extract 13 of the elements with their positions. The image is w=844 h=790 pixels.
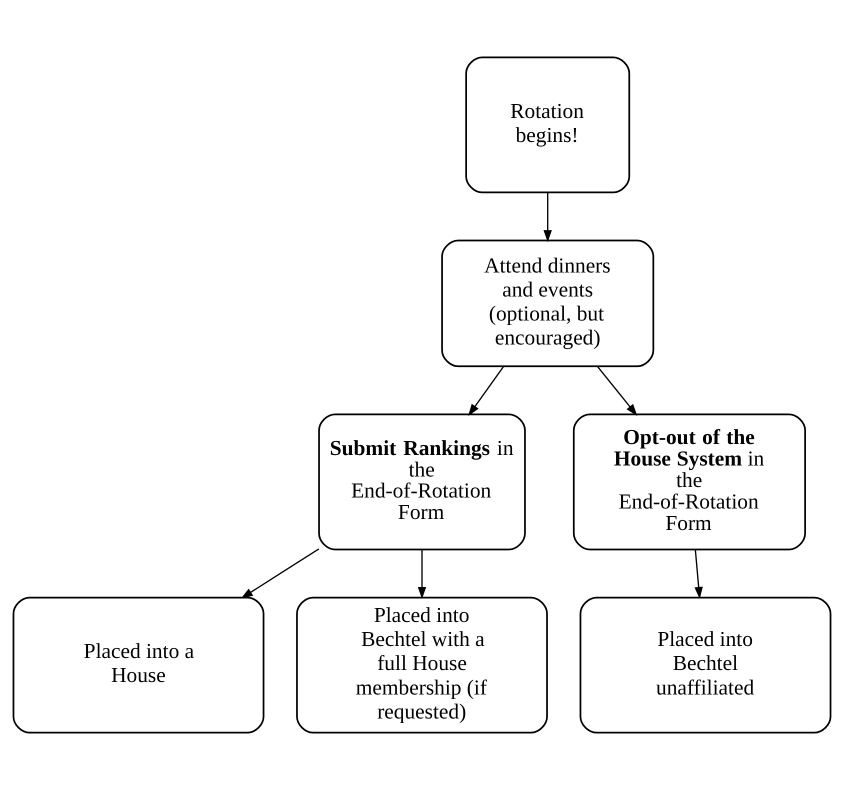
arrow bbox=[418, 549, 426, 600]
node-box: Opt-out of the House System in the End-of-Rotation Form bbox=[572, 414, 806, 550]
arrow bbox=[597, 366, 638, 416]
node-box: Attend dinners and events (optional, but encouraged) bbox=[441, 240, 654, 368]
node-box: Rotation begins! bbox=[465, 56, 630, 194]
arrow bbox=[543, 192, 552, 242]
node-box: Placed into a House bbox=[12, 596, 264, 734]
arrow bbox=[240, 548, 320, 599]
arrow bbox=[694, 549, 703, 599]
node-box: Placed into Bechtel with a full House membership (if requested) bbox=[296, 596, 548, 734]
node-box: Submit Rankings in the End-of-Rotation Form bbox=[318, 414, 526, 550]
node-box: Placed into Bechtel unaffiliated bbox=[580, 596, 832, 734]
arrow bbox=[468, 366, 504, 416]
